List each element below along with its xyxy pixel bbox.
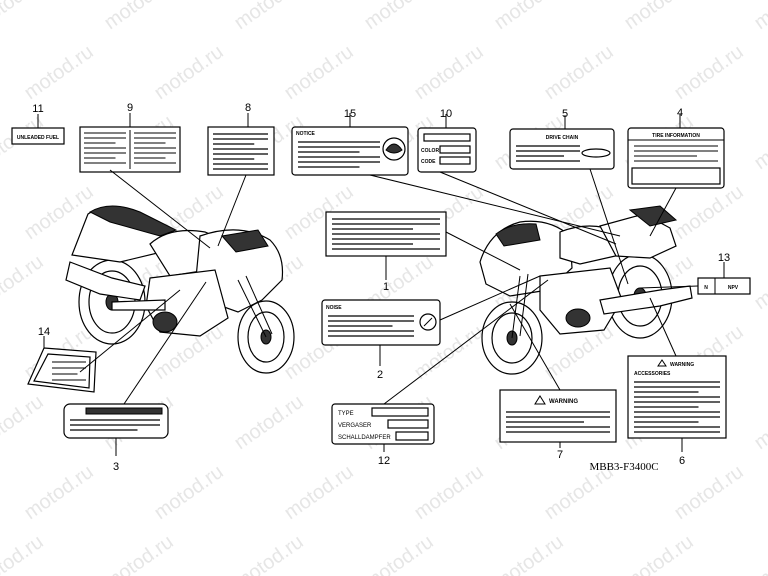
watermark-text: motod.ru <box>230 391 307 454</box>
watermark-text: motod.ru <box>750 531 768 576</box>
watermark-text: motod.ru <box>620 531 697 576</box>
label-6-warn: WARNING <box>670 362 694 368</box>
watermark-text: motod.ru <box>540 41 617 104</box>
callout-9: 9 <box>127 102 133 114</box>
label-12-verg: VERGASER <box>338 423 372 429</box>
watermark-text: motod.ru <box>670 41 747 104</box>
watermark-text: motod.ru <box>230 531 307 576</box>
part-10-label[interactable]: COLOR CODE <box>417 127 477 173</box>
watermark-text: motod.ru <box>410 41 487 104</box>
watermark-text: motod.ru <box>20 461 97 524</box>
part-2-label[interactable]: NOISE <box>321 299 441 346</box>
callout-7: 7 <box>557 449 563 461</box>
label-12-type: TYPE <box>338 411 354 417</box>
watermark-text: motod.ru <box>230 0 307 34</box>
label-13-a: N <box>704 285 708 291</box>
callout-12: 12 <box>378 455 390 467</box>
watermark-text: motod.ru <box>280 41 357 104</box>
watermark-text: motod.ru <box>150 461 227 524</box>
callout-14: 14 <box>38 326 50 338</box>
label-10-code: CODE <box>421 159 436 165</box>
watermark-text: motod.ru <box>280 461 357 524</box>
watermark-text: motod.ru <box>0 391 48 454</box>
part-8-label[interactable] <box>207 126 275 176</box>
part-1-label[interactable] <box>325 211 447 257</box>
watermark-text: motod.ru <box>750 111 768 174</box>
watermark-text: motod.ru <box>360 531 437 576</box>
label-5-text: DRIVE CHAIN <box>546 135 579 141</box>
part-6-label[interactable]: WARNING ACCESSORIES <box>627 355 727 439</box>
callout-10: 10 <box>440 108 452 120</box>
watermark-text: motod.ru <box>0 531 48 576</box>
watermark-text: motod.ru <box>490 531 567 576</box>
callout-11: 11 <box>32 103 43 115</box>
callout-13: 13 <box>718 252 730 264</box>
watermark-text: motod.ru <box>670 181 747 244</box>
watermark-text: motod.ru <box>0 251 48 314</box>
part-3-label[interactable] <box>63 403 169 439</box>
watermark-text: motod.ru <box>750 251 768 314</box>
callout-5: 5 <box>562 108 568 120</box>
label-13-b: NPV <box>728 285 739 291</box>
part-5-label[interactable]: DRIVE CHAIN <box>509 128 615 170</box>
watermark-text: motod.ru <box>20 41 97 104</box>
watermark-text: motod.ru <box>100 531 177 576</box>
leader-lines <box>37 113 725 456</box>
watermark-text: motod.ru <box>670 461 747 524</box>
label-6-acc: ACCESSORIES <box>634 371 671 377</box>
part-13-label[interactable]: N NPV <box>697 277 751 295</box>
part-11-label[interactable]: UNLEADED FUEL <box>11 127 65 145</box>
watermark-text: motod.ru <box>750 391 768 454</box>
callout-4: 4 <box>677 107 683 119</box>
callout-15: 15 <box>344 108 356 120</box>
watermark-text: motod.ru <box>620 0 697 34</box>
watermark-text: motod.ru <box>490 0 567 34</box>
label-15-text: NOTICE <box>296 131 316 137</box>
watermark-text: motod.ru <box>150 41 227 104</box>
watermark-text: motod.ru <box>360 0 437 34</box>
part-9-label[interactable] <box>79 126 181 173</box>
label-10-color: COLOR <box>421 148 439 154</box>
watermark-text: motod.ru <box>750 0 768 34</box>
part-12-label[interactable]: TYPE VERGASER SCHALLDAMPFER <box>331 403 435 445</box>
label-4-text: TIRE INFORMATION <box>652 133 700 139</box>
part-15-label[interactable]: NOTICE <box>291 126 409 176</box>
callout-8: 8 <box>245 102 251 114</box>
label-2-text: NOISE <box>326 305 342 311</box>
callout-6: 6 <box>679 455 685 467</box>
callout-3: 3 <box>113 461 119 473</box>
watermark-text: motod.ru <box>410 461 487 524</box>
label-12-schall: SCHALLDAMPFER <box>338 435 391 441</box>
watermark-text: motod.ru <box>100 0 177 34</box>
part-4-label[interactable]: TIRE INFORMATION <box>627 127 725 189</box>
part-7-label[interactable]: WARNING <box>499 389 617 443</box>
callout-2: 2 <box>377 369 383 381</box>
watermark-text: motod.ru <box>0 0 48 34</box>
diagram-code: MBB3-F3400C <box>589 461 658 473</box>
label-11-text: UNLEADED FUEL <box>17 135 59 141</box>
part-14-label[interactable] <box>27 347 97 393</box>
motorcycle-left <box>65 205 295 374</box>
callout-1: 1 <box>383 281 389 293</box>
label-7-text: WARNING <box>549 399 578 405</box>
